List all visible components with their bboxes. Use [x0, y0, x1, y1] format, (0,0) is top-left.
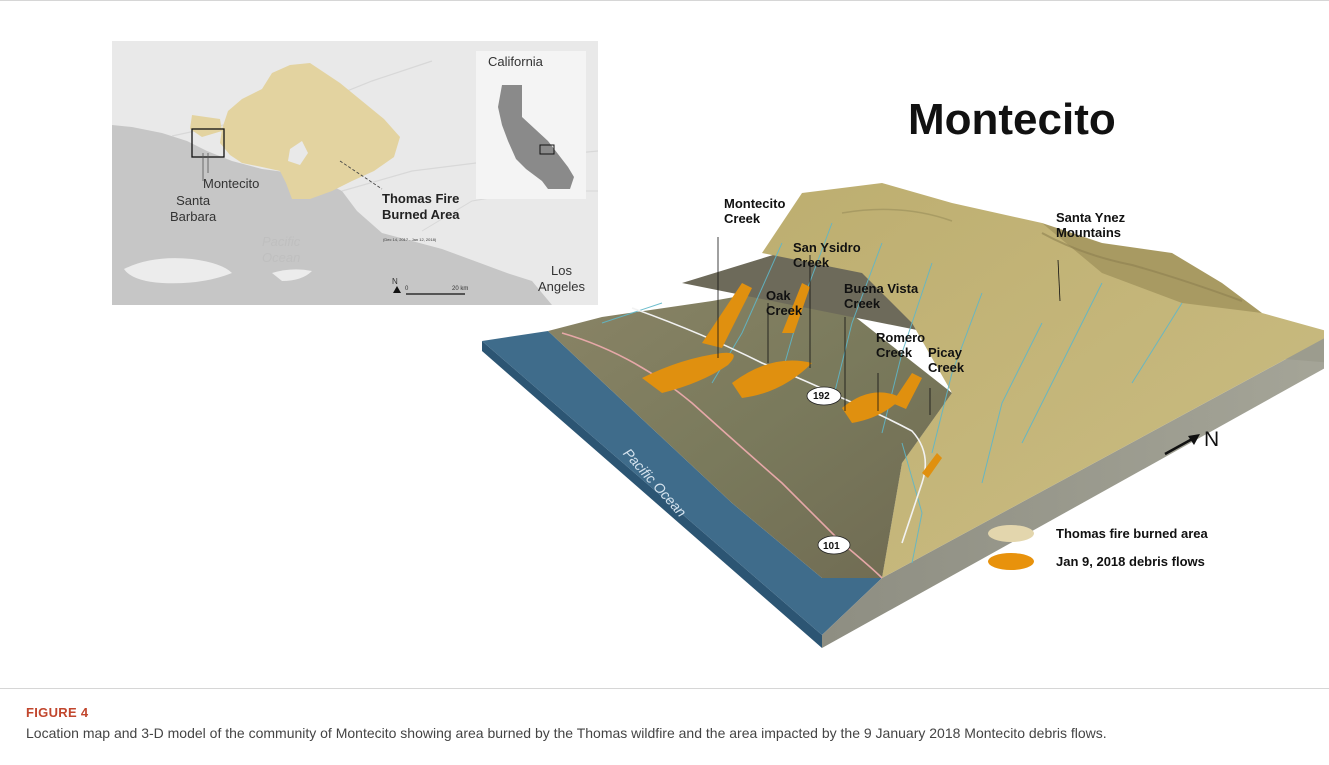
highway-192-label: 192 [813, 391, 830, 402]
creek-label-oak: Oak Creek [766, 288, 803, 318]
figure-caption: Location map and 3-D model of the commun… [26, 725, 1107, 741]
fire-dates-label: (Dec 14, 2017 - Jan 12, 2018) [383, 237, 437, 242]
mountains-label: Santa Ynez Mountains [1056, 210, 1126, 240]
terrain-model-graphic [482, 183, 1329, 648]
location-map: California Montecito Santa Barbara Thoma… [112, 41, 599, 305]
legend-swatch-debris [988, 553, 1034, 570]
caption-rule [0, 688, 1329, 689]
north-inset-label: N [392, 277, 398, 286]
creek-label-montecito: Montecito Creek [724, 196, 786, 226]
legend-label-debris: Jan 9, 2018 debris flows [1056, 554, 1205, 569]
location-map-graphic [112, 41, 599, 305]
california-label: California [488, 54, 543, 69]
north-arrow-icon [1164, 434, 1200, 456]
legend-item-burned: Thomas fire burned area [988, 525, 1208, 542]
legend-swatch-burned [988, 525, 1034, 542]
north-label: N [1204, 428, 1220, 451]
santa-barbara-label: Santa Barbara [170, 193, 217, 224]
terrain-model: Montecito Creek San Ysidro Creek Oak Cre… [482, 183, 1329, 648]
creek-label-romero: Romero Creek [876, 330, 926, 360]
legend-label-burned: Thomas fire burned area [1056, 526, 1208, 541]
figure-label: FIGURE 4 [26, 705, 89, 720]
fire-area-label: Thomas Fire Burned Area [382, 191, 460, 222]
highway-101-label: 101 [823, 541, 840, 552]
scale-start-label: 0 [405, 286, 409, 292]
creek-label-san-ysidro: San Ysidro Creek [793, 240, 861, 270]
top-rule [0, 0, 1329, 1]
pacific-inset-label: Pacific Ocean [262, 234, 301, 265]
creek-label-picay: Picay Creek [928, 345, 965, 375]
page-title: Montecito [908, 95, 1116, 144]
scale-end-label: 20 km [452, 286, 469, 292]
montecito-label: Montecito [203, 176, 260, 191]
los-angeles-label: Los Angeles [538, 263, 585, 294]
legend-item-debris: Jan 9, 2018 debris flows [988, 553, 1205, 570]
creek-label-buena-vista: Buena Vista Creek [844, 281, 919, 311]
